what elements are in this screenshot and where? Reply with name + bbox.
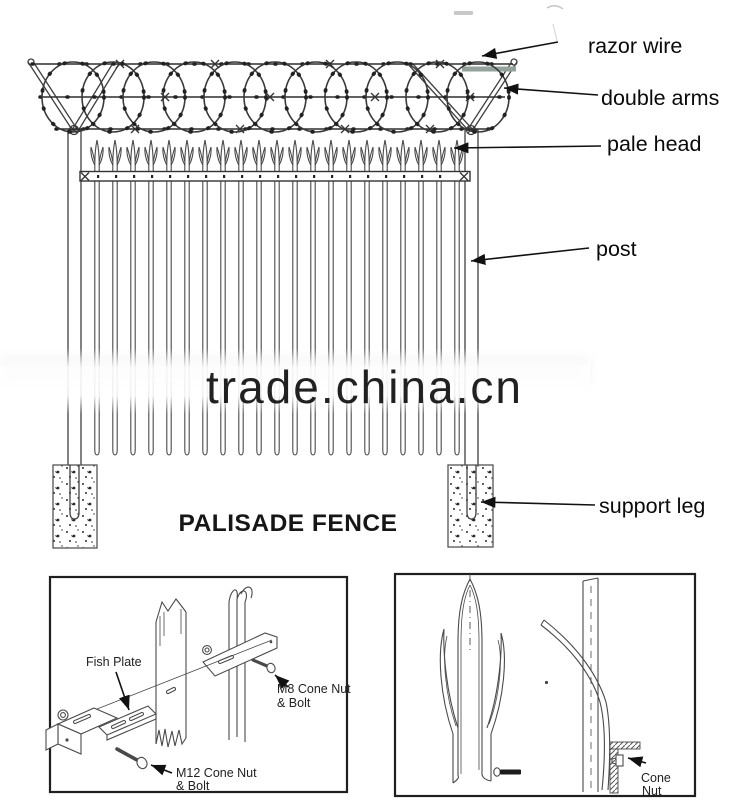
footing-right: [447, 464, 494, 548]
scan-artifacts: [454, 5, 564, 42]
inset-fixing-border: [48, 575, 349, 794]
rail: [79, 170, 471, 182]
fence-diagram: trade.china.cn: [0, 58, 590, 549]
label-cone-nut-line2: Nut: [642, 784, 662, 798]
label-support-leg: support leg: [599, 494, 705, 518]
label-post: post: [596, 237, 637, 261]
gray-bar: [462, 66, 516, 72]
label-double-arms: double arms: [601, 86, 719, 110]
diagram-title: PALISADE FENCE: [179, 510, 398, 537]
label-m8-line1: M8 Cone Nut: [277, 682, 351, 696]
watermark: trade.china.cn: [0, 348, 590, 414]
label-cone-nut-line1: Cone: [641, 771, 671, 785]
label-m8-line2: & Bolt: [277, 696, 311, 710]
label-m12-line2: & Bolt: [176, 779, 210, 793]
inset-pale-head-detail: Cone Nut: [393, 572, 697, 798]
label-pale-head: pale head: [607, 132, 701, 156]
label-m12-line1: M12 Cone Nut: [176, 766, 257, 780]
label-razor-wire: razor wire: [588, 34, 682, 58]
label-fish-plate: Fish Plate: [86, 655, 142, 669]
inset-pale-border: [393, 572, 697, 798]
callouts: razor wire double arms pale head post su…: [453, 34, 719, 518]
footing-left: [52, 464, 98, 549]
watermark-text: trade.china.cn: [206, 361, 523, 413]
inset-fixing-detail: Fish Plate M8 Cone Nut & Bolt M12 Cone N…: [45, 575, 351, 794]
